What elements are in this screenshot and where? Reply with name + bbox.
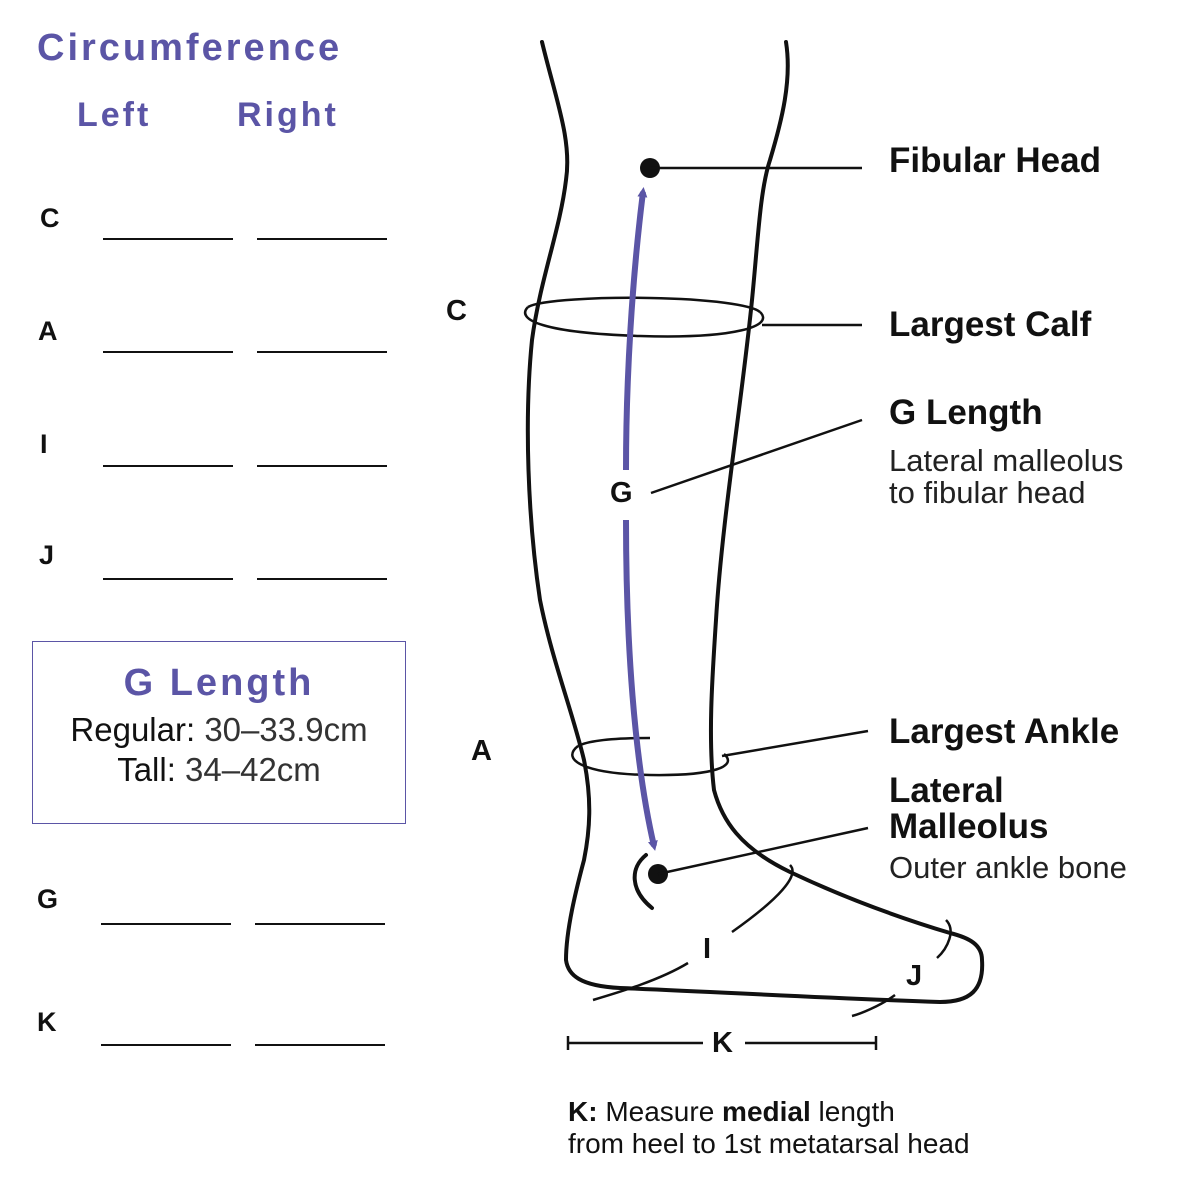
diagram-letter-j: J (906, 960, 923, 992)
lateral-malleolus-leader (657, 826, 869, 876)
row-label-k: K (37, 1007, 57, 1037)
ankle-ellipse-top (577, 736, 651, 748)
g-length-regular: Regular: 30–33.9cm (33, 711, 405, 749)
k-note-text-2: length (810, 1096, 895, 1127)
calf-ellipse-front (527, 296, 761, 314)
g-length-arrow-lower (623, 519, 658, 851)
g-length-sub-1: Lateral malleolus (889, 443, 1124, 478)
left-i-field[interactable] (103, 465, 233, 467)
ankle-ellipse (571, 745, 730, 777)
largest-ankle-leader (721, 729, 869, 758)
calf-ellipse-back (523, 306, 765, 338)
diagram-letter-i: I (703, 933, 712, 965)
diagram-letter-g: G (610, 477, 633, 509)
forefoot-curve-lower (851, 993, 896, 1018)
g-length-label: G Length (889, 393, 1043, 432)
instep-curve-upper (731, 864, 794, 934)
right-i-field[interactable] (257, 465, 387, 467)
left-k-field[interactable] (101, 1044, 231, 1046)
k-note-line-2: from heel to 1st metatarsal head (568, 1128, 970, 1159)
diagram-letter-c: C (446, 295, 467, 327)
left-j-field[interactable] (103, 578, 233, 580)
row-label-j: J (39, 540, 55, 570)
g-length-sub-2: to fibular head (889, 475, 1086, 510)
circumference-title: Circumference (37, 27, 343, 69)
k-note-emphasis: medial (722, 1096, 811, 1127)
left-c-field[interactable] (103, 238, 233, 240)
row-label-c: C (40, 203, 60, 233)
g-length-tall: Tall: 34–42cm (33, 751, 405, 789)
right-column-header: Right (237, 96, 339, 134)
instep-curve-lower (592, 961, 689, 1002)
right-g-field[interactable] (255, 923, 385, 925)
right-j-field[interactable] (257, 578, 387, 580)
diagram-letter-k: K (712, 1027, 733, 1059)
regular-value: 30–33.9cm (204, 711, 368, 748)
left-g-field[interactable] (101, 923, 231, 925)
k-note-text-1: Measure (597, 1096, 723, 1127)
k-note-line-1: K: Measure medial length (568, 1096, 970, 1128)
left-column-header: Left (77, 96, 152, 134)
row-label-g: G (37, 884, 59, 914)
g-length-leader (650, 418, 863, 495)
leg-back-outline (525, 40, 985, 1004)
lateral-malleolus-label-1: Lateral (889, 771, 1004, 810)
g-length-box-title: G Length (123, 662, 315, 704)
lateral-malleolus-sub: Outer ankle bone (889, 850, 1127, 885)
k-note-prefix: K: (568, 1096, 598, 1127)
regular-label: Regular: (70, 711, 196, 748)
fibular-head-label: Fibular Head (889, 141, 1101, 180)
largest-calf-label: Largest Calf (889, 305, 1092, 344)
malleolus-arc (632, 853, 654, 910)
right-a-field[interactable] (257, 351, 387, 353)
tall-value: 34–42cm (185, 751, 321, 788)
left-a-field[interactable] (103, 351, 233, 353)
k-note: K: Measure medial length from heel to 1s… (568, 1096, 970, 1160)
g-length-arrow-upper (623, 187, 648, 471)
row-label-a: A (38, 316, 58, 346)
row-label-i: I (40, 429, 48, 459)
g-length-box: G Length Regular: 30–33.9cm Tall: 34–42c… (32, 641, 406, 824)
diagram-letter-a: A (471, 735, 492, 767)
largest-ankle-label: Largest Ankle (889, 712, 1120, 751)
right-k-field[interactable] (255, 1044, 385, 1046)
forefoot-curve-upper (936, 919, 952, 959)
tall-label: Tall: (117, 751, 176, 788)
lateral-malleolus-label-2: Malleolus (889, 807, 1049, 846)
right-c-field[interactable] (257, 238, 387, 240)
